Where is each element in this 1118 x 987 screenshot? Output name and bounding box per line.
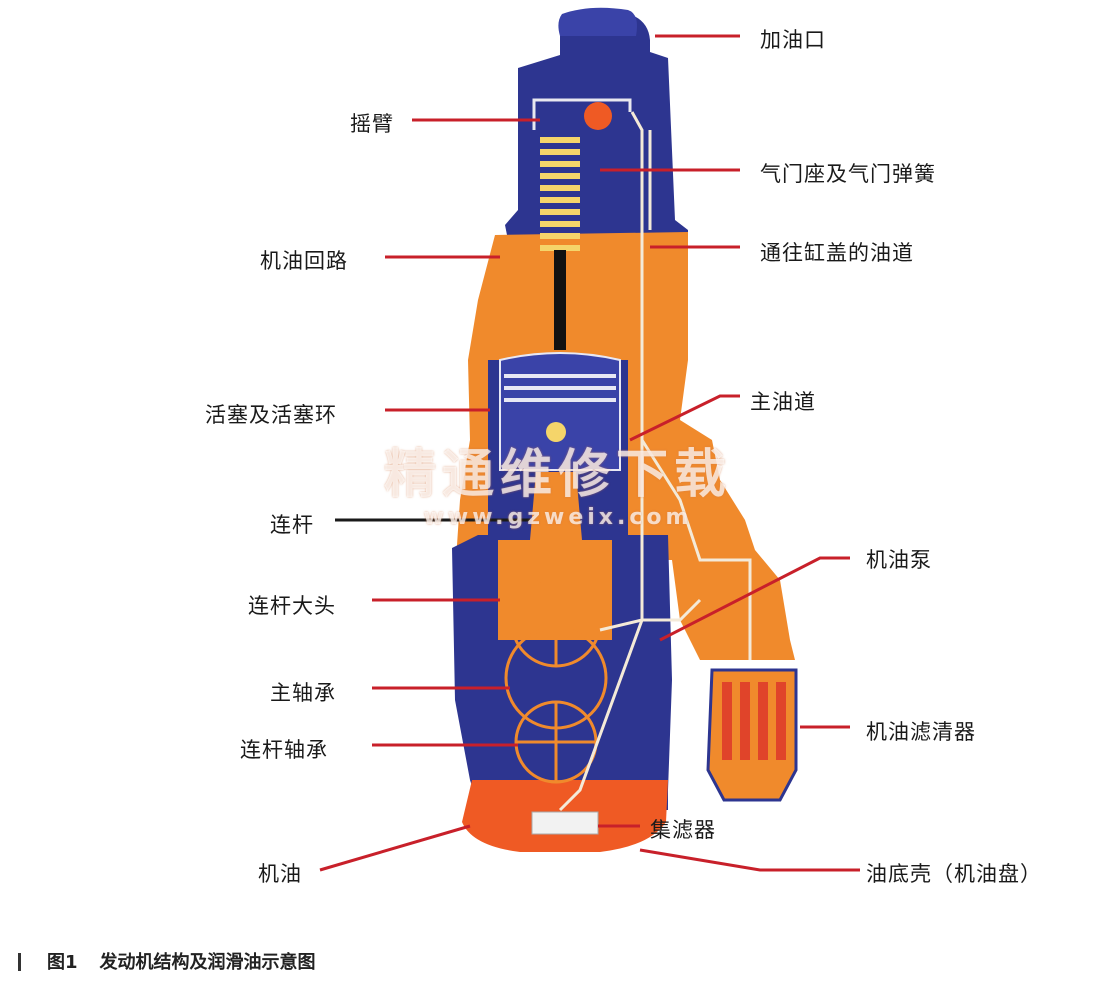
label-main-gallery: 主油道 [750,390,816,414]
leader-lines [319,34,860,872]
valve-spring [540,137,580,251]
oil-filter-elements [722,682,786,760]
piston-rings [504,374,616,402]
label-connecting-rod: 连杆 [270,513,314,537]
piston-pin [546,422,566,442]
label-rocker-arm: 摇臂 [350,112,394,136]
label-oil-filter: 机油滤清器 [866,720,976,744]
label-engine-oil: 机油 [258,862,302,886]
figure-caption: 图1 发动机结构及润滑油示意图 [18,948,316,974]
oil-filler-cap [558,7,637,36]
piston [499,352,621,471]
rocker-pivot [584,102,612,130]
label-oil-return: 机油回路 [260,249,348,273]
label-strainer: 集滤器 [650,818,716,842]
valve-stem [554,250,566,350]
figure-title: 发动机结构及润滑油示意图 [99,952,316,973]
label-oil-pump: 机油泵 [866,548,932,572]
label-oil-filler: 加油口 [760,28,826,52]
label-piston-rings: 活塞及活塞环 [205,403,337,427]
label-oil-pan: 油底壳（机油盘） [866,862,1042,886]
caption-bar [18,953,21,971]
connecting-rod-shape [530,472,582,540]
cylinder-head-cover [505,11,688,250]
label-rod-big-end: 连杆大头 [248,594,336,618]
oil-passage-head [532,98,632,130]
label-valve-seat-spring: 气门座及气门弹簧 [760,162,936,186]
oil-passages [558,111,752,812]
label-main-bearing: 主轴承 [270,681,336,705]
figure-number: 图1 [47,952,78,973]
label-rod-bearing: 连杆轴承 [240,738,328,762]
oil-strainer [531,811,599,835]
label-head-oil-passage: 通往缸盖的油道 [760,241,914,265]
